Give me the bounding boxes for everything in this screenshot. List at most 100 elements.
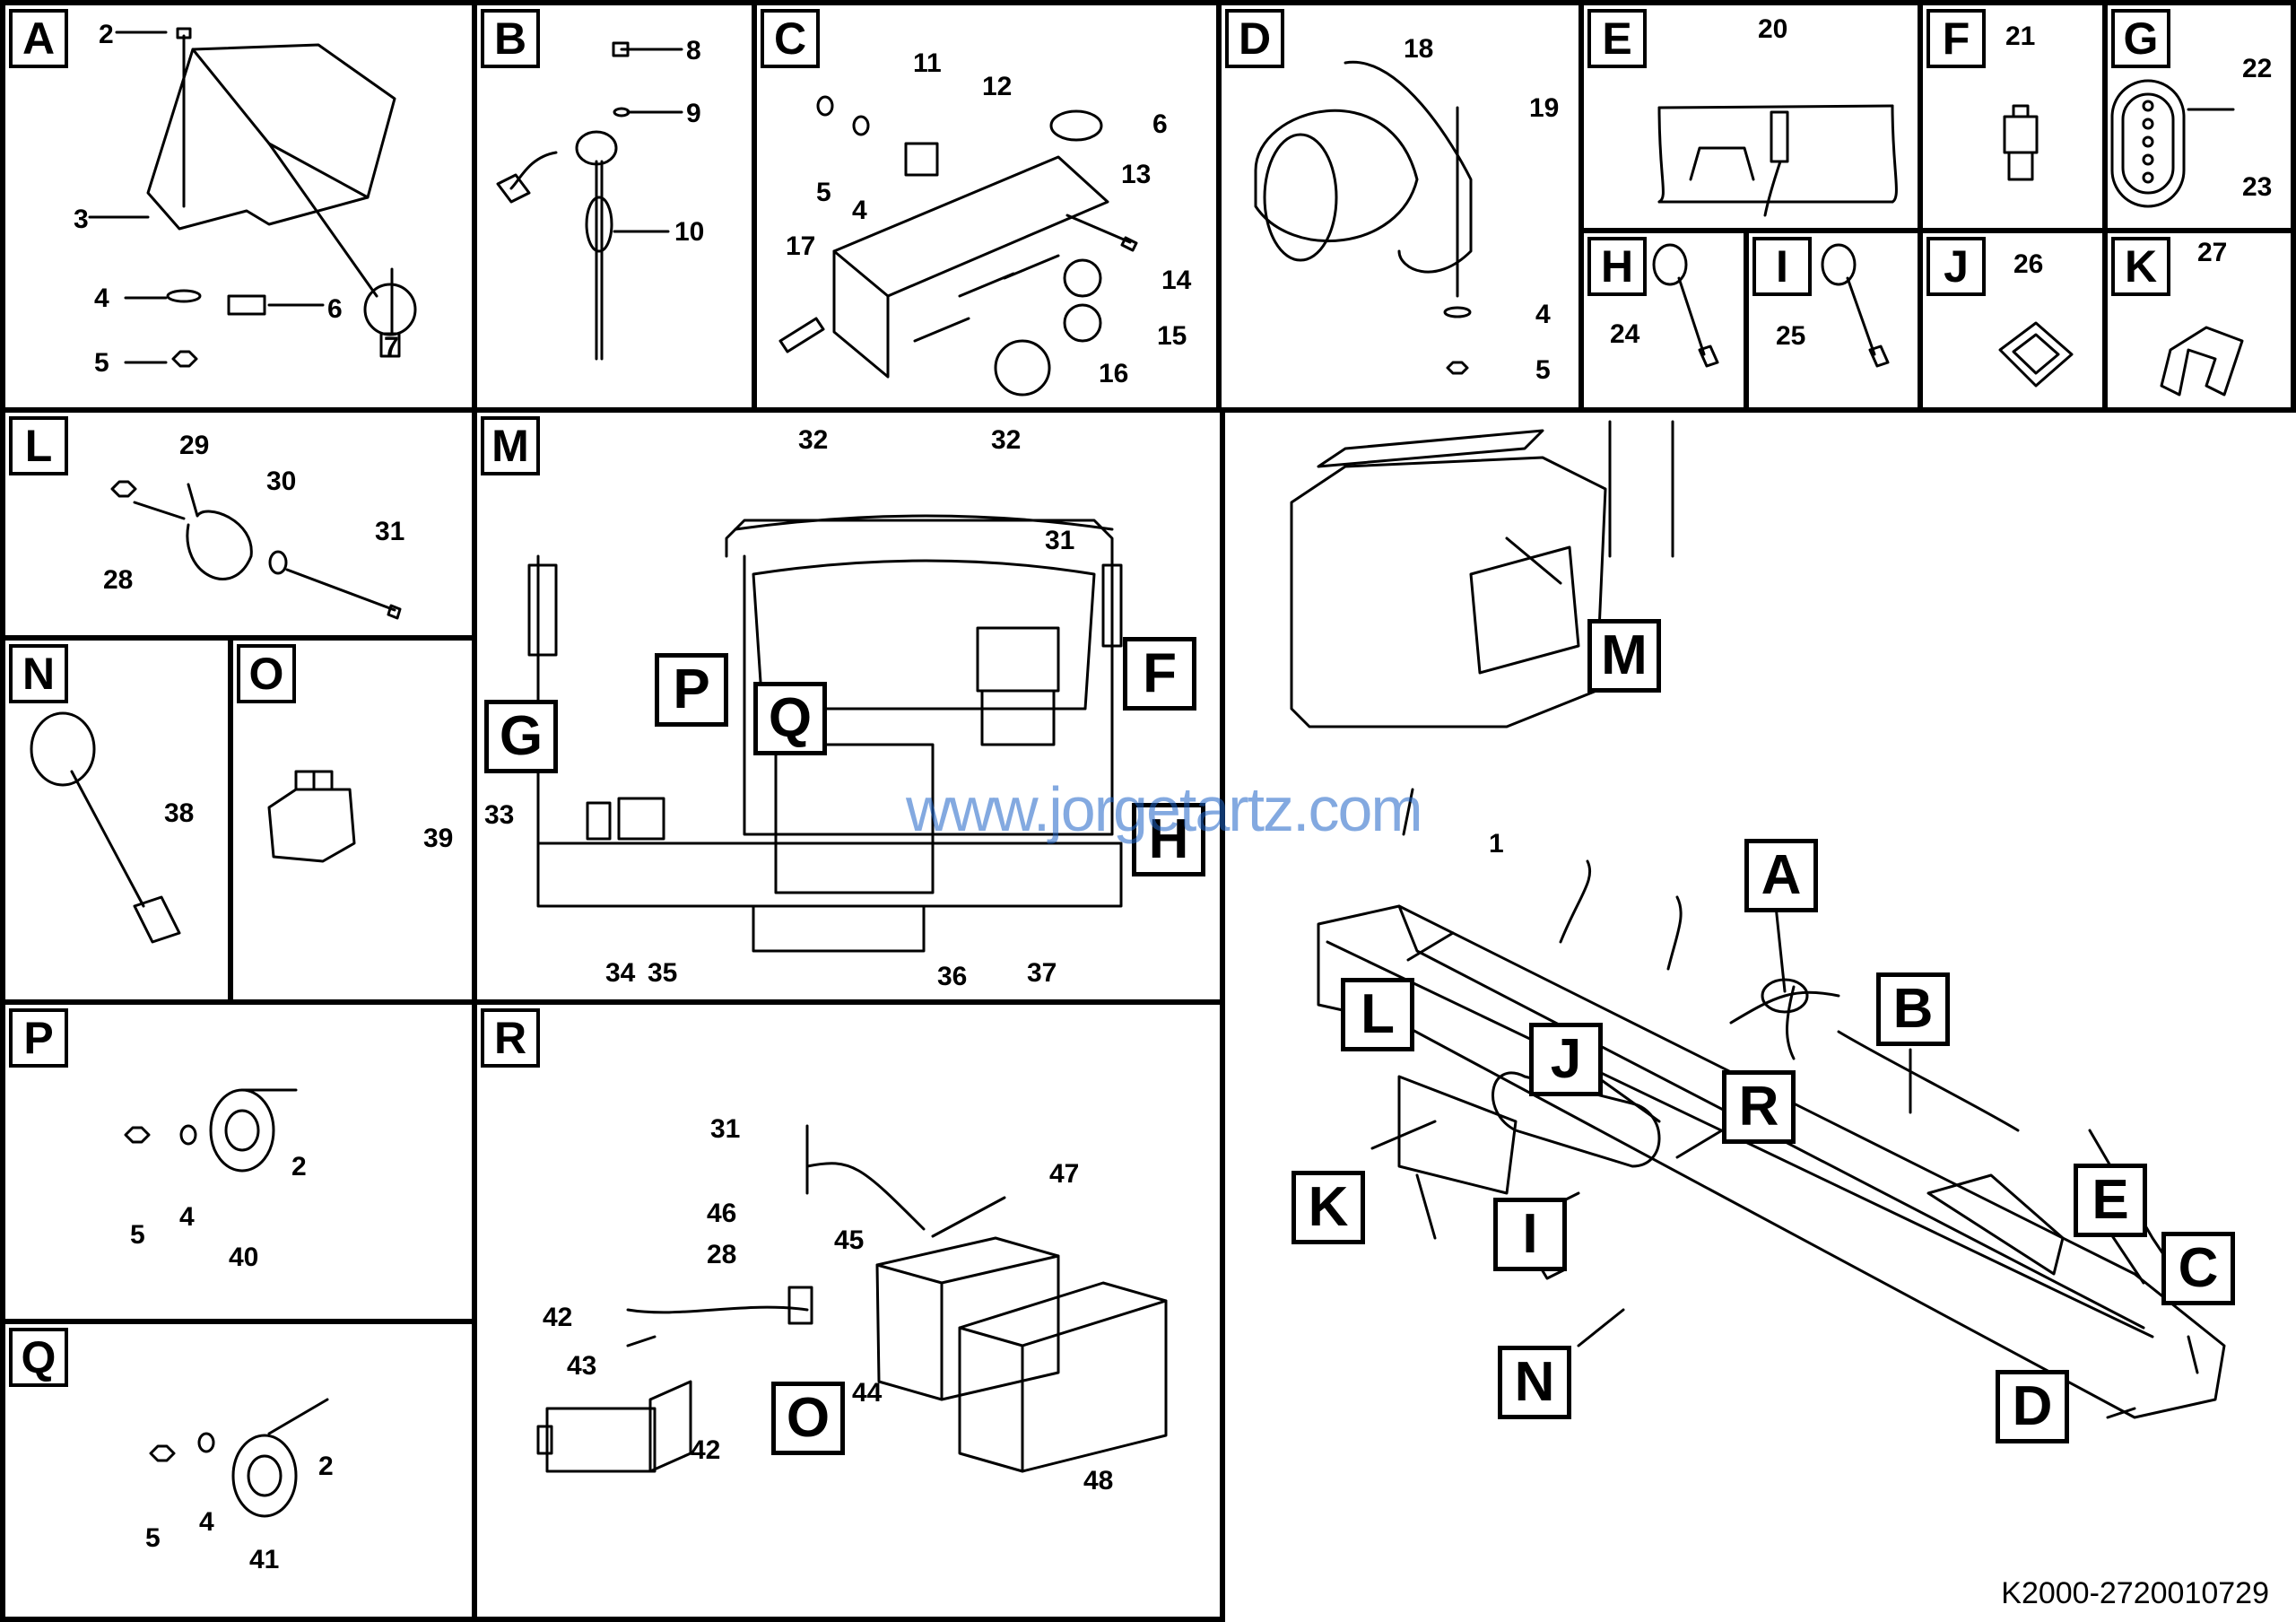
- panel-label-a: A: [9, 9, 68, 68]
- overview-leader-lines: [1370, 536, 2199, 1419]
- panel-j: J: [1918, 228, 2108, 413]
- panel-label-k: K: [2111, 237, 2170, 296]
- callout-n: N: [1498, 1346, 1571, 1419]
- watermark: www.jorgetartz.com: [906, 774, 1423, 844]
- panel-f-drawing: [2003, 104, 2039, 181]
- part-number: 5: [94, 348, 109, 378]
- part-number: 32: [798, 425, 829, 455]
- part-number: 12: [982, 72, 1013, 101]
- part-number: 16: [1099, 359, 1129, 388]
- callout-c: C: [2161, 1232, 2235, 1305]
- part-number: 30: [266, 467, 297, 496]
- part-number: 8: [686, 36, 701, 65]
- panel-label-d: D: [1225, 9, 1284, 68]
- panel-b-drawing: [496, 41, 683, 361]
- part-number: 29: [179, 431, 210, 460]
- callout-i: I: [1493, 1198, 1567, 1271]
- panel-label-r: R: [481, 1008, 540, 1068]
- panel-h-i-drawing: [1652, 243, 1890, 368]
- panel-label-n: N: [9, 644, 68, 703]
- panel-label-c: C: [761, 9, 820, 68]
- part-number: 5: [130, 1220, 145, 1250]
- panel-g-drawing: [2110, 79, 2235, 208]
- panel-label-p: P: [9, 1008, 68, 1068]
- panel-e: E: [1578, 0, 1923, 233]
- part-number: 22: [2242, 54, 2273, 83]
- panel-m: M: [472, 407, 1225, 1005]
- part-number: 13: [1121, 160, 1152, 189]
- panel-j-k-drawing: [1998, 321, 2244, 397]
- part-number: 5: [1535, 355, 1551, 385]
- callout-q: Q: [753, 682, 827, 755]
- part-number: 48: [1083, 1466, 1114, 1496]
- overview-frame: [1220, 407, 2296, 1622]
- part-number: 9: [686, 99, 701, 128]
- panel-label-h: H: [1587, 237, 1647, 296]
- panel-l-drawing: [110, 480, 402, 620]
- panel-label-f: F: [1926, 9, 1986, 68]
- part-number: 38: [164, 798, 195, 828]
- panel-d: D: [1216, 0, 1584, 413]
- part-number: 21: [2005, 22, 2036, 51]
- part-number: 5: [145, 1523, 161, 1553]
- part-number: 42: [691, 1435, 721, 1465]
- part-number: 31: [710, 1114, 741, 1144]
- callout-k: K: [1292, 1171, 1365, 1244]
- panel-r: R: [472, 999, 1225, 1622]
- part-number: 24: [1610, 319, 1640, 349]
- panel-label-j: J: [1926, 237, 1986, 296]
- part-number: 31: [375, 517, 405, 546]
- part-number: 25: [1776, 321, 1806, 351]
- part-number: 4: [1535, 300, 1551, 329]
- panel-label-b: B: [481, 9, 540, 68]
- part-number: 34: [605, 958, 636, 988]
- callout-b: B: [1876, 972, 1950, 1046]
- part-number: 14: [1161, 266, 1192, 295]
- part-number: 33: [484, 800, 515, 830]
- part-number: 6: [1152, 109, 1168, 139]
- panel-i: I: [1744, 228, 1923, 413]
- part-number: 40: [229, 1243, 259, 1272]
- callout-a: A: [1744, 839, 1818, 912]
- panel-l: L: [0, 407, 477, 641]
- part-number: 18: [1404, 34, 1434, 64]
- part-number: 41: [249, 1545, 280, 1574]
- part-number: 28: [707, 1240, 737, 1269]
- callout-m: M: [1587, 619, 1661, 693]
- panel-q: Q: [0, 1319, 477, 1622]
- panel-label-q: Q: [9, 1328, 68, 1387]
- panel-n: N: [0, 635, 233, 1005]
- part-number: 19: [1529, 93, 1560, 123]
- part-number: 10: [674, 217, 705, 247]
- panel-h: H: [1578, 228, 1749, 413]
- callout-e: E: [2074, 1164, 2147, 1237]
- callout-j: J: [1529, 1023, 1603, 1096]
- part-number: 44: [852, 1378, 883, 1408]
- part-number: 45: [834, 1225, 865, 1255]
- callout-f: F: [1123, 637, 1196, 711]
- part-number: 28: [103, 565, 134, 595]
- panel-label-m: M: [481, 416, 540, 475]
- panel-n-o-drawing: [30, 711, 356, 944]
- panel-r-drawing: [536, 1124, 1168, 1473]
- part-number: 43: [567, 1351, 597, 1381]
- panel-label-o: O: [237, 644, 296, 703]
- part-number: 32: [991, 425, 1022, 455]
- part-number: 42: [543, 1303, 573, 1332]
- part-number: 37: [1027, 958, 1057, 988]
- panel-a: A: [0, 0, 477, 413]
- part-number: 11: [913, 48, 942, 78]
- panel-label-l: L: [9, 416, 68, 475]
- part-number: 5: [816, 178, 831, 207]
- panel-p: P: [0, 999, 477, 1324]
- part-number: 17: [786, 231, 816, 261]
- callout-p: P: [655, 653, 728, 727]
- callout-l: L: [1341, 978, 1414, 1051]
- panel-c-drawing: [778, 95, 1138, 397]
- part-number: 35: [648, 958, 678, 988]
- drawing-code: K2000-2720010729: [2001, 1576, 2269, 1610]
- panel-o: O: [228, 635, 477, 1005]
- part-number: 2: [291, 1152, 307, 1182]
- part-number: 46: [707, 1199, 737, 1228]
- part-number: 26: [2013, 249, 2044, 279]
